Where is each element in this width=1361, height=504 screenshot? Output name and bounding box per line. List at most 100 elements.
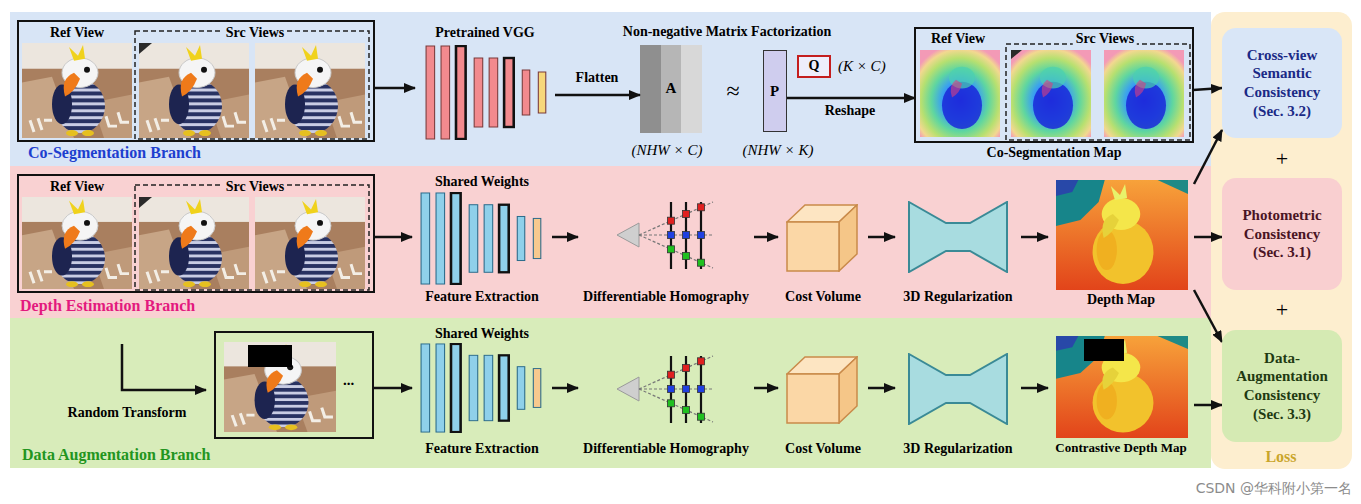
caption: 3D Regularization: [903, 289, 1012, 305]
arrow-connector: [552, 236, 578, 239]
caption: Shared Weights: [435, 326, 529, 342]
view-photo: [22, 43, 132, 138]
view-photo: [139, 197, 249, 289]
arrow-connector: [868, 236, 895, 239]
input-views: [18, 175, 374, 292]
matrix-dimension: (NHW × C): [632, 142, 703, 159]
regularization-net: 3D Regularization: [895, 198, 1021, 312]
arrow-connector: [1194, 130, 1222, 184]
branch-title: Depth Estimation Branch: [20, 297, 195, 315]
caption: Co-Segmentation Map: [987, 145, 1122, 161]
augmented-views: [215, 332, 373, 438]
co-segmentation-views: [915, 28, 1193, 142]
arrow-connector: [868, 387, 895, 390]
branch-band-fill: [10, 166, 1211, 318]
matrix-box: A: [640, 45, 702, 133]
depth-image: [1056, 336, 1188, 438]
src-group-outline: [1006, 44, 1190, 140]
matrix-symbol: A: [666, 80, 677, 97]
branch-title: Co-Segmentation Branch: [28, 144, 201, 162]
arrow-connector: [1194, 404, 1222, 407]
arrow-connector: [1194, 236, 1222, 239]
depth-image: [1056, 180, 1188, 290]
loss-text: Photometric Consistency (Sec. 3.1): [1222, 206, 1342, 262]
depth-map: Depth Map: [1048, 178, 1194, 312]
arrow-connector: [374, 87, 415, 90]
view-label: Src Views: [223, 25, 287, 41]
feature-extractor: Shared WeightsFeature Extraction: [412, 324, 552, 464]
homography: Differentiable Homography: [578, 350, 754, 462]
homography: Differentiable Homography: [578, 192, 754, 312]
caption: Differentiable Homography: [583, 441, 749, 457]
arrow-connector: [373, 387, 412, 390]
view-photo: [139, 43, 249, 138]
matrix-symbol: P: [770, 83, 779, 100]
warp-corner: [139, 197, 152, 208]
src-group-outline: [135, 31, 369, 139]
frame-outline: [18, 175, 374, 292]
caption: Shared Weights: [435, 174, 529, 190]
matrix-a-strips: [661, 45, 681, 133]
branch-band-fill: [10, 318, 1211, 468]
ellipsis: ...: [343, 372, 354, 389]
view-photo: [255, 197, 365, 289]
network-title: Pretrained VGG: [435, 25, 534, 41]
branch-band: Depth Estimation Branch Ref View Src Views…: [10, 166, 1211, 318]
matrix-a-strips: [640, 45, 661, 133]
arrow-connector: [552, 387, 578, 390]
branch-title: Data Augmentation Branch: [22, 446, 210, 464]
loss-box: Data-Augmentation Consistency (Sec. 3.3): [1222, 330, 1342, 442]
view-label: Src Views: [223, 179, 287, 195]
transform-label: Random Transform: [68, 405, 187, 421]
arrow-connector: [787, 97, 915, 100]
co-segmentation-map: Ref View Src ViewsCo-Segmentation Map: [915, 28, 1193, 163]
occlusion-mask: [248, 345, 292, 367]
loss-box: Cross-view Semantic Consistency (Sec. 3.…: [1222, 28, 1342, 138]
view-label: Ref View: [50, 25, 104, 41]
homography-symbol: [617, 202, 713, 269]
feature-extractor: Shared WeightsFeature Extraction: [412, 172, 552, 312]
caption: Feature Extraction: [425, 289, 539, 305]
node-shapes: [10, 12, 1352, 469]
cost-volume: Cost Volume: [778, 200, 868, 312]
view-label: Ref View: [50, 179, 104, 195]
edge-label: Reshape: [825, 103, 876, 119]
view-label: Src Views: [1073, 31, 1137, 47]
matrix-box: Q: [797, 55, 831, 78]
vgg-layers: [426, 46, 546, 139]
loss-box: Photometric Consistency (Sec. 3.1): [1222, 178, 1342, 290]
plus-sign: +: [1276, 297, 1288, 322]
loss-text: Cross-view Semantic Consistency (Sec. 3.…: [1222, 46, 1342, 121]
regularization-symbol: [909, 202, 1007, 272]
arrow-connector: [1194, 290, 1222, 342]
src-group-outline: [135, 185, 369, 290]
warp-corner: [139, 43, 152, 54]
regularization-symbol: [909, 354, 1007, 424]
view-photo: [224, 342, 336, 432]
occlusion-mask: [1084, 339, 1124, 361]
caption: 3D Regularization: [903, 441, 1012, 457]
transform-arrow: [122, 344, 206, 390]
loss-text: Data-Augmentation Consistency (Sec. 3.3): [1222, 349, 1342, 424]
frame-outline: [915, 28, 1193, 142]
arrow-connector: [1021, 387, 1048, 390]
homography-symbol: [617, 356, 713, 423]
branch-band: Co-Segmentation BranchRef ViewSrc ViewsP…: [10, 12, 1211, 166]
method-title: Non-negative Matrix Factorization: [623, 24, 831, 40]
matrix-a-strips: [681, 45, 702, 133]
caption: Differentiable Homography: [583, 289, 749, 305]
depth-map: Contrastive Depth Map: [1048, 334, 1194, 462]
view-label: Ref View: [931, 31, 985, 47]
matrix-box: P: [763, 50, 787, 132]
arrow-connector: [754, 387, 778, 390]
caption: Depth Map: [1087, 292, 1155, 308]
branch-band: Data Augmentation Branch... Shared Weight…: [10, 318, 1211, 468]
approx-sign: ≈: [726, 78, 739, 106]
feature-layers: [421, 193, 541, 284]
warp-corner: [1011, 50, 1022, 59]
loss-panel-fill: [1211, 12, 1352, 469]
matrix-a-strips: [640, 45, 702, 133]
loss-panel: LossCross-view Semantic Consistency (Sec…: [1211, 12, 1352, 469]
